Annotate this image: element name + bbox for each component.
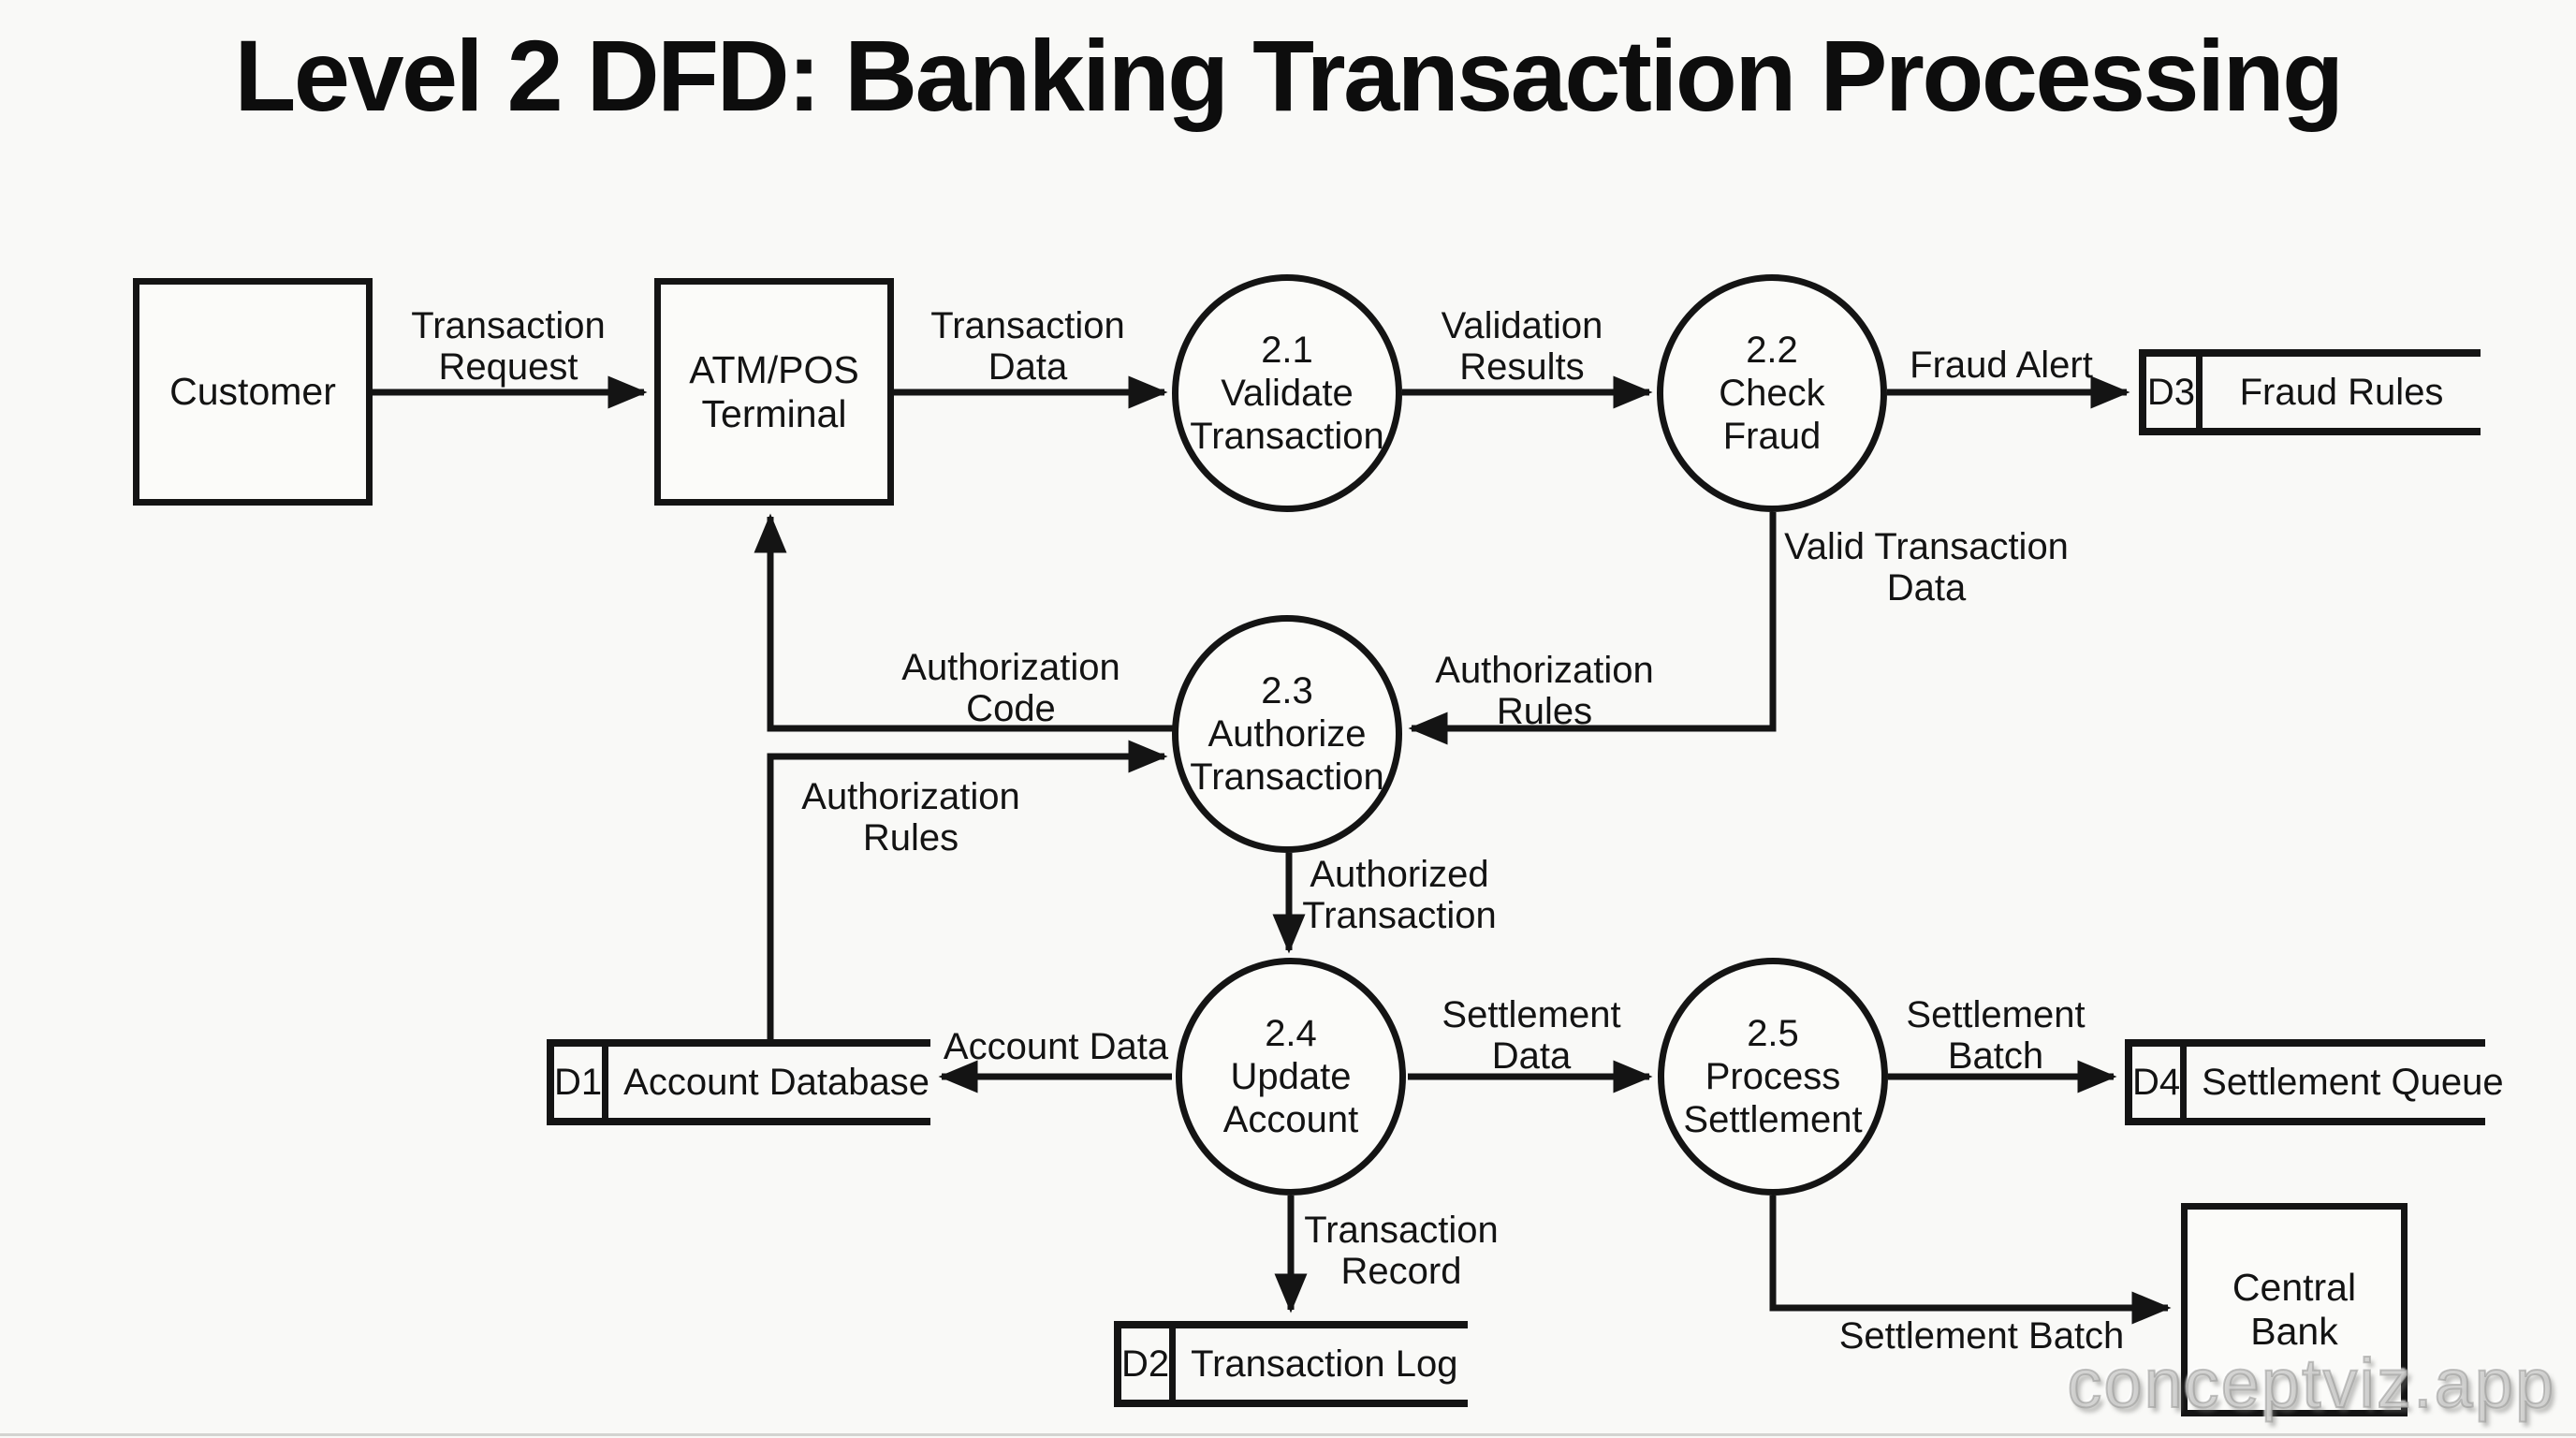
flow-label-authorized-transaction: Authorized Transaction — [1302, 854, 1497, 936]
entity-atm-pos-terminal: ATM/POS Terminal — [654, 278, 894, 506]
diagram-title: Level 2 DFD: Banking Transaction Process… — [234, 19, 2344, 132]
flow-label-settlement-batch-queue: Settlement Batch — [1906, 994, 2086, 1077]
datastore-id: D3 — [2139, 357, 2203, 428]
datastore-id: D1 — [547, 1047, 609, 1118]
entity-customer: Customer — [133, 278, 373, 506]
flow-label-settlement-data: Settlement Data — [1442, 994, 1621, 1077]
page-bottom-edge — [0, 1433, 2576, 1436]
flow-label-transaction-request: Transaction Request — [411, 305, 606, 388]
flow-label-transaction-record: Transaction Record — [1304, 1210, 1499, 1292]
flow-label-validation-results: Validation Results — [1441, 305, 1603, 388]
process-2-1-validate-transaction: 2.1 Validate Transaction — [1172, 274, 1402, 512]
datastore-label: Settlement Queue — [2202, 1061, 2504, 1103]
process-2-4-update-account: 2.4 Update Account — [1176, 958, 1406, 1196]
datastore-label: Account Database — [623, 1061, 930, 1103]
flow-label-valid-transaction-data: Valid Transaction Data — [1784, 526, 2069, 609]
flow-label-settlement-batch-bank: Settlement Batch — [1838, 1315, 2125, 1357]
flow-label-authorization-code: Authorization Code — [901, 647, 1120, 729]
flow-label-account-data: Account Data — [943, 1026, 1169, 1067]
datastore-d3-fraud-rules: D3 Fraud Rules — [2139, 349, 2481, 435]
process-2-3-authorize-transaction: 2.3 Authorize Transaction — [1172, 615, 1402, 853]
datastore-d4-settlement-queue: D4 Settlement Queue — [2125, 1039, 2504, 1125]
datastore-id: D4 — [2125, 1047, 2188, 1118]
datastore-d2-transaction-log: D2 Transaction Log — [1114, 1321, 1468, 1407]
flow-arrow-authorization-rules-d1 — [767, 740, 1168, 1039]
flow-arrow-authorization-code — [754, 513, 1176, 732]
datastore-label: Transaction Log — [1191, 1343, 1458, 1385]
process-2-5-process-settlement: 2.5 Process Settlement — [1658, 958, 1888, 1196]
flow-label-fraud-alert: Fraud Alert — [1910, 345, 2093, 386]
datastore-label: Fraud Rules — [2239, 371, 2444, 413]
flow-label-authorization-rules-top: Authorization Rules — [1435, 650, 1654, 732]
entity-central-bank: Central Bank — [2181, 1203, 2408, 1416]
flow-label-authorization-rules-d1: Authorization Rules — [801, 776, 1020, 858]
flow-arrow-settlement-batch-bank — [1769, 1196, 2172, 1325]
datastore-d1-account-database: D1 Account Database — [547, 1039, 930, 1125]
flow-arrow-valid-transaction-data — [1408, 512, 1777, 745]
watermark: conceptviz.app — [2066, 1343, 2555, 1423]
flow-label-transaction-data: Transaction Data — [930, 305, 1125, 388]
process-2-2-check-fraud: 2.2 Check Fraud — [1657, 274, 1887, 512]
datastore-id: D2 — [1114, 1328, 1177, 1400]
